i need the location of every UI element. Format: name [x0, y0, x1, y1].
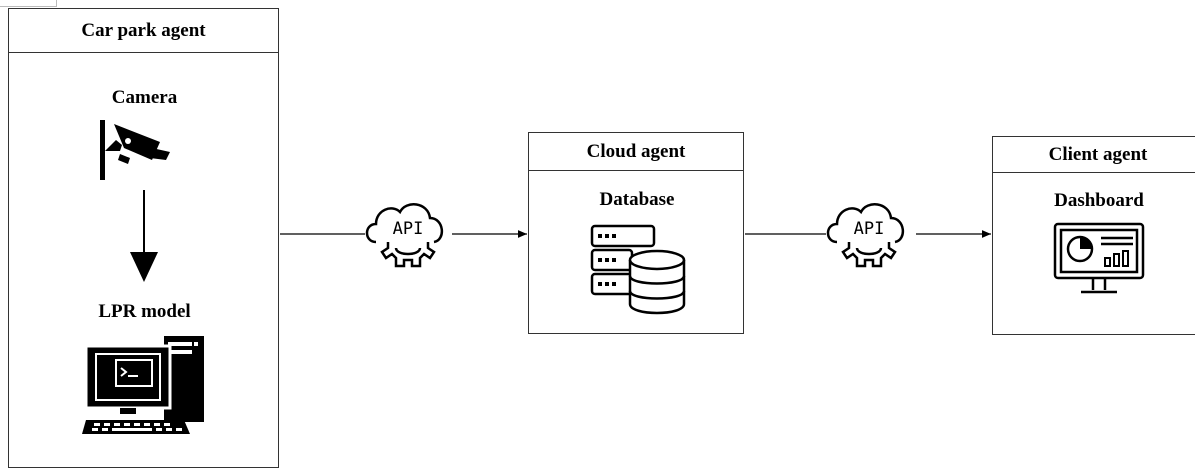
dashboard-icon: [1053, 222, 1145, 294]
connectors: [280, 230, 991, 238]
camera-to-lpr-arrow: [130, 190, 158, 282]
dashboard-label: Dashboard: [1054, 190, 1144, 211]
database-label: Database: [599, 189, 675, 210]
api-cloud-gear-icon: API: [826, 203, 904, 268]
database-icon: [590, 224, 686, 315]
api-cloud-gear-icon: API: [365, 203, 443, 268]
car-park-agent-title: Car park agent: [9, 9, 278, 53]
camera-icon: [100, 120, 170, 180]
api-badge-label: API: [854, 219, 885, 239]
camera-label: Camera: [111, 87, 178, 108]
cloud-agent-title: Cloud agent: [529, 133, 743, 171]
corner-tab: [0, 0, 57, 7]
api-badge-label: API: [393, 219, 424, 239]
computer-icon: [82, 336, 204, 434]
lpr-model-label: LPR model: [98, 301, 191, 322]
client-agent-box: Client agent Dashboard: [992, 136, 1195, 335]
client-agent-title: Client agent: [993, 137, 1195, 173]
